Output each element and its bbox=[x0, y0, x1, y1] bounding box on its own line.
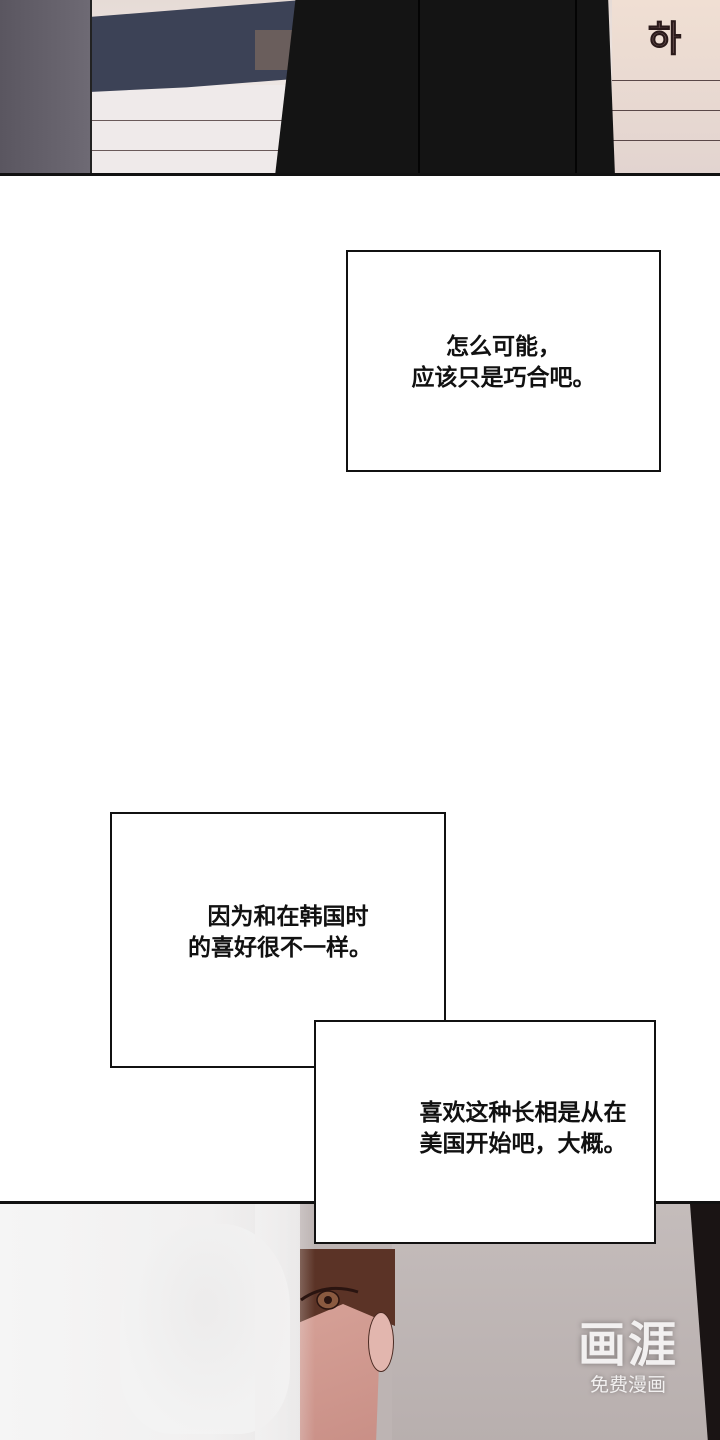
trouser-crease bbox=[418, 0, 420, 173]
watermark-subtitle: 免费漫画 bbox=[589, 1374, 666, 1396]
box-join bbox=[316, 1022, 444, 1068]
trouser-crease bbox=[575, 0, 577, 173]
speech-box-1: 怎么可能， 应该只是巧合吧。 bbox=[346, 250, 661, 472]
speech-text-1: 怎么可能， 应该只是巧合吧。 bbox=[411, 334, 596, 391]
light-fade bbox=[255, 1204, 315, 1440]
door-frame bbox=[0, 0, 92, 173]
floor-line bbox=[92, 150, 302, 151]
speech-text-2: 因为和在韩国时 的喜好很不一样。 bbox=[188, 904, 372, 961]
character-ear bbox=[368, 1312, 394, 1372]
comic-panel-top: 하 bbox=[0, 0, 720, 176]
floor-line bbox=[92, 120, 302, 121]
watermark: 画涯 免费漫画 bbox=[566, 1318, 690, 1398]
stairs bbox=[612, 0, 720, 173]
korean-sign-text: 하 bbox=[647, 19, 688, 61]
character-trousers bbox=[275, 0, 615, 173]
eye-icon bbox=[300, 1286, 359, 1310]
floor bbox=[92, 85, 307, 173]
watermark-logo: 画涯 bbox=[577, 1317, 678, 1373]
speech-text-3: 喜欢这种长相是从在 美国开始吧，大概。 bbox=[419, 1100, 627, 1157]
